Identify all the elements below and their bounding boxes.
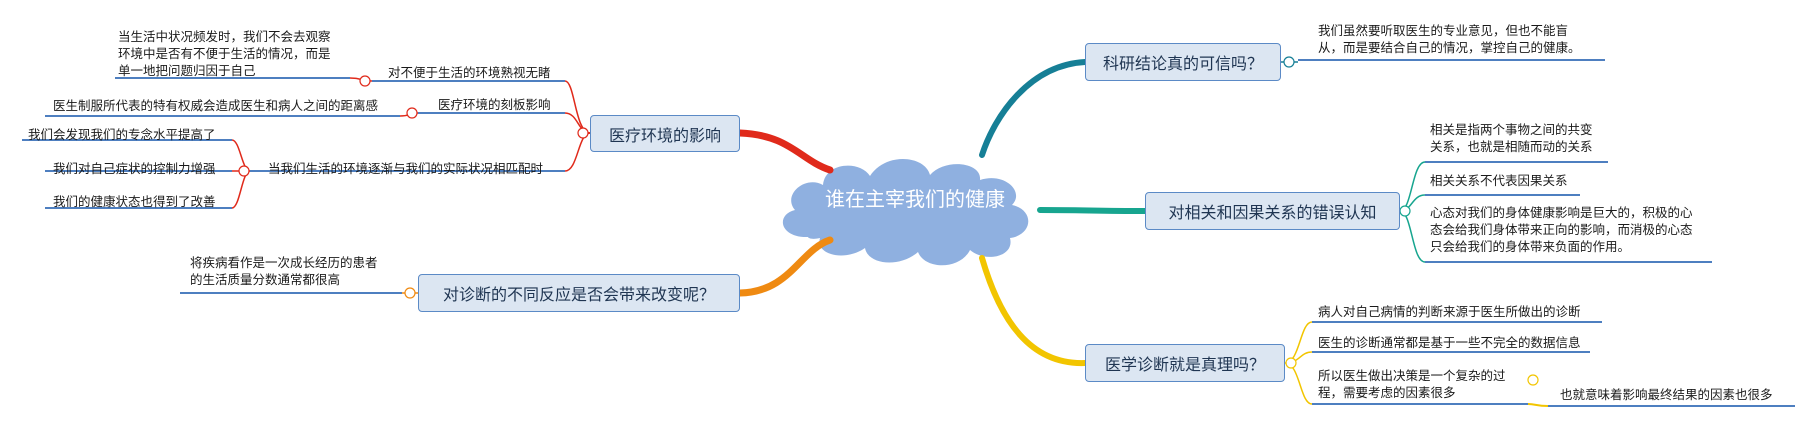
truth-item-1[interactable]: 病人对自己病情的判断来源于医生所做出的诊断 xyxy=(1318,304,1581,319)
note-ignore: 当生活中状况频发时，我们不会去观察 环境中是否有不便于生活的情况，而是 单一地把… xyxy=(118,28,331,79)
note-ignore-line-3: 单一地把问题归因于自己 xyxy=(118,63,256,78)
correlation-item-1-line-1: 相关是指两个事物之间的共变 xyxy=(1430,122,1593,137)
subtopic-rigid-label[interactable]: 医疗环境的刻板影响 xyxy=(438,97,551,112)
collapse-dot-match[interactable] xyxy=(238,165,250,177)
note-diagnosis-line-1: 将疾病看作是一次成长经历的患者 xyxy=(190,255,378,270)
note-ignore-line-1: 当生活中状况频发时，我们不会去观察 xyxy=(118,29,331,44)
note-ignore-line-2: 环境中是否有不便于生活的情况，而是 xyxy=(118,46,331,61)
correlation-item-3-line-3: 只会给我们的身体带来负面的作用。 xyxy=(1430,239,1631,254)
topic-research[interactable]: 科研结论真的可信吗？ xyxy=(1085,43,1281,81)
truth-item-3-line-1: 所以医生做出决策是一个复杂的过 xyxy=(1318,368,1506,383)
branch-line-env xyxy=(736,129,834,174)
collapse-dot-truth[interactable] xyxy=(1285,357,1297,369)
link-truth-sub xyxy=(1527,403,1549,407)
note-research-line-2: 从，而是要结合自己的情况，掌控自己的健康。 xyxy=(1318,40,1581,55)
note-rigid: 医生制服所代表的特有权威会造成医生和病人之间的距离感 xyxy=(53,98,379,113)
collapse-dot-ignore[interactable] xyxy=(359,75,371,87)
collapse-dot-research[interactable] xyxy=(1283,56,1295,68)
correlation-item-2[interactable]: 相关关系不代表因果关系 xyxy=(1430,173,1568,188)
match-item-3[interactable]: 我们的健康状态也得到了改善 xyxy=(53,194,216,209)
correlation-item-3-line-2: 态会给我们身体带来正向的影响，而消极的心态 xyxy=(1430,222,1693,237)
match-item-2[interactable]: 我们对自己症状的控制力增强 xyxy=(53,161,216,176)
note-diagnosis-line-2: 的生活质量分数通常都很高 xyxy=(190,272,341,287)
subtopic-ignore-label[interactable]: 对不便于生活的环境熟视无睹 xyxy=(388,65,551,80)
link-env-match xyxy=(564,132,591,172)
central-cloud xyxy=(782,158,1029,266)
truth-item-2[interactable]: 医生的诊断通常都是基于一些不完全的数据信息 xyxy=(1318,335,1581,350)
branch-line-research xyxy=(979,59,1088,158)
note-diagnosis-reaction: 将疾病看作是一次成长经历的患者 的生活质量分数通常都很高 xyxy=(190,254,378,288)
link-env-trunk xyxy=(564,80,591,134)
collapse-dot-env[interactable] xyxy=(577,127,589,139)
collapse-dot-correlation[interactable] xyxy=(1399,205,1411,217)
branch-line-truth xyxy=(979,255,1088,367)
correlation-item-1-line-2: 关系，也就是相随而动的关系 xyxy=(1430,139,1593,154)
correlation-item-3-line-1: 心态对我们的身体健康影响是巨大的，积极的心 xyxy=(1430,205,1693,220)
note-research-line-1: 我们虽然要听取医生的专业意见，但也不能盲 xyxy=(1318,23,1569,38)
collapse-dot-diagnosis[interactable] xyxy=(404,287,416,299)
topic-truth[interactable]: 医学诊断就是真理吗？ xyxy=(1085,344,1285,382)
branch-line-correlation xyxy=(1037,207,1148,214)
collapse-dot-rigid[interactable] xyxy=(406,107,418,119)
branch-line-diagnosis-reaction xyxy=(736,236,834,297)
subtopic-match-label[interactable]: 当我们生活的环境逐渐与我们的实际状况相匹配时 xyxy=(268,161,544,176)
topic-env[interactable]: 医疗环境的影响 xyxy=(590,115,740,152)
note-research: 我们虽然要听取医生的专业意见，但也不能盲 从，而是要结合自己的情况，掌控自己的健… xyxy=(1318,22,1581,56)
correlation-item-3[interactable]: 心态对我们的身体健康影响是巨大的，积极的心 态会给我们身体带来正向的影响，而消极… xyxy=(1430,204,1693,255)
truth-item-3-line-2: 程，需要考虑的因素很多 xyxy=(1318,385,1456,400)
topic-diagnosis-reaction[interactable]: 对诊断的不同反应是否会带来改变呢？ xyxy=(418,274,740,312)
truth-item-3[interactable]: 所以医生做出决策是一个复杂的过 程，需要考虑的因素很多 xyxy=(1318,367,1506,401)
truth-sub-item[interactable]: 也就意味着影响最终结果的因素也很多 xyxy=(1560,387,1773,402)
collapse-dot-truth-sub[interactable] xyxy=(1527,374,1539,386)
topic-correlation[interactable]: 对相关和因果关系的错误认知 xyxy=(1145,192,1400,230)
match-item-1[interactable]: 我们会发现我们的专念水平提高了 xyxy=(28,127,216,142)
correlation-item-1[interactable]: 相关是指两个事物之间的共变 关系，也就是相随而动的关系 xyxy=(1430,121,1593,155)
central-topic-title[interactable]: 谁在主宰我们的健康 xyxy=(825,187,1005,211)
